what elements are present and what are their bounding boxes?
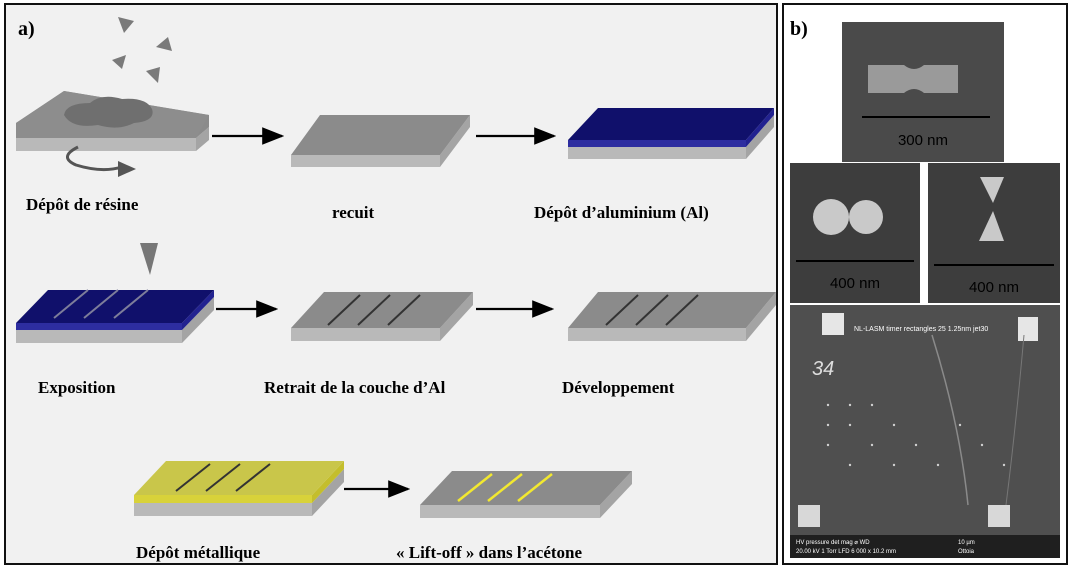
nanodisk xyxy=(813,199,849,235)
scale-label: 300 nm xyxy=(898,132,948,149)
sem-info-name: Ottoia xyxy=(958,549,975,555)
alignment-marker xyxy=(1018,317,1038,341)
step-aluminium-deposition: Dépôt d’aluminium (Al) xyxy=(534,108,774,222)
substrate-block xyxy=(420,471,632,505)
nanostructure-array xyxy=(826,403,1006,467)
step-annealing: recuit xyxy=(291,115,470,222)
nano-triangle xyxy=(980,177,1004,203)
step-resin-deposition: Dépôt de résine xyxy=(16,17,209,214)
substrate-block xyxy=(291,292,473,328)
step-al-removal: Retrait de la couche d’Al xyxy=(264,292,473,397)
nano-triangle xyxy=(979,211,1004,241)
resin-drop-icon xyxy=(146,67,160,83)
scale-label: 400 nm xyxy=(830,275,880,292)
step-label: Développement xyxy=(562,378,675,397)
scale-label: 400 nm xyxy=(969,279,1019,296)
process-diagram: a) Dépôt de résine xyxy=(16,17,776,562)
resin-drop-icon xyxy=(156,37,172,51)
substrate-block xyxy=(291,115,470,155)
step-label: Retrait de la couche d’Al xyxy=(264,378,446,397)
sem-info-text: 20.00 kV 1 Torr LFD 6 000 x 10.2 mm xyxy=(796,549,896,555)
sem-number: 34 xyxy=(812,358,834,380)
alignment-marker xyxy=(798,505,820,527)
sem-image-large-array: NL-LASM timer rectangles 25 1.25nm jet30… xyxy=(790,305,1060,558)
sem-image-400nm-bowtie: 400 nm xyxy=(928,163,1060,303)
sem-info-scale: 10 µm xyxy=(958,540,975,546)
step-development: Développement xyxy=(562,292,776,397)
resin-drop-icon xyxy=(118,17,134,33)
sem-overlay-text: NL-LASM timer rectangles 25 1.25nm jet30 xyxy=(854,326,988,333)
sem-images: b) 300 nm 400 nm 4 xyxy=(790,18,1060,558)
electron-beam-icon xyxy=(140,243,158,275)
panel-b-label: b) xyxy=(790,18,808,40)
step-exposure: Exposition xyxy=(16,243,214,397)
step-label: Dépôt de résine xyxy=(26,195,139,214)
aluminium-layer xyxy=(568,108,774,140)
nanodisk xyxy=(849,200,883,234)
step-label: recuit xyxy=(332,203,375,222)
alignment-marker xyxy=(822,313,844,335)
resin-blob xyxy=(64,96,153,128)
step-lift-off: « Lift-off » dans l’acétone xyxy=(396,471,632,562)
sem-image-300nm: 300 nm xyxy=(842,22,1004,162)
panel-a: a) Dépôt de résine xyxy=(4,3,778,565)
sem-info-text: HV pressure det mag ⌀ WD xyxy=(796,540,870,546)
panel-a-label: a) xyxy=(18,18,35,40)
alignment-marker xyxy=(988,505,1010,527)
step-metal-deposition: Dépôt métallique xyxy=(134,461,344,562)
step-label: Dépôt d’aluminium (Al) xyxy=(534,203,709,222)
sem-image-400nm-dimer: 400 nm xyxy=(790,163,920,303)
panel-b: b) 300 nm 400 nm 4 xyxy=(782,3,1068,565)
step-label: Dépôt métallique xyxy=(136,543,261,562)
substrate-block xyxy=(568,292,776,328)
rotation-arrow-icon xyxy=(66,145,123,172)
step-label: « Lift-off » dans l’acétone xyxy=(396,543,582,562)
step-label: Exposition xyxy=(38,378,116,397)
aluminium-layer xyxy=(16,290,214,323)
metal-layer xyxy=(134,461,344,495)
sem-info-bar xyxy=(790,535,1060,558)
resin-drop-icon xyxy=(112,55,126,69)
nano-bowtie xyxy=(868,65,958,93)
